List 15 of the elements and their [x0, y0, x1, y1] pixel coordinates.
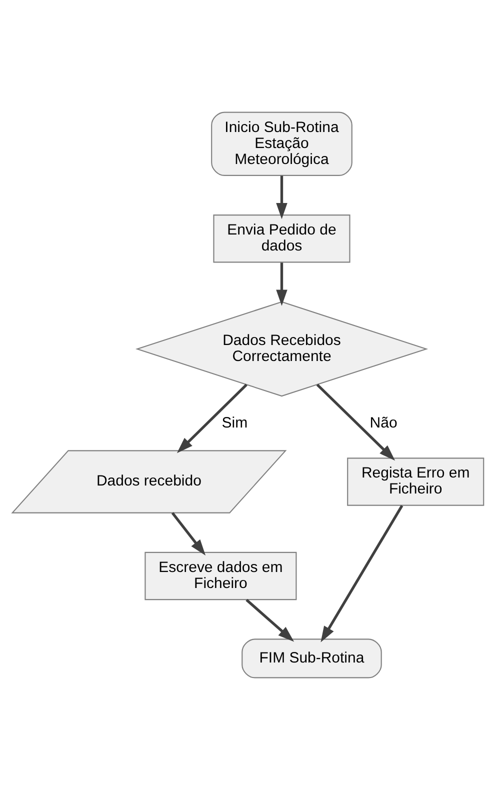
node-box: Escreve dados em Ficheiro: [144, 552, 297, 600]
node-box: FIM Sub-Rotina: [242, 638, 382, 678]
node-box: Regista Erro em Ficheiro: [347, 458, 484, 506]
node-box: Envia Pedido de dados: [213, 214, 350, 263]
edge-label: Não: [370, 414, 398, 432]
arrow: [320, 504, 404, 642]
node-diamond: Dados Recebidos Correctamente: [135, 301, 428, 397]
arrow: [276, 262, 288, 306]
edge-label: Sim: [222, 414, 248, 432]
arrow: [176, 384, 248, 454]
arrow: [276, 176, 288, 220]
arrow: [246, 598, 294, 642]
arrow: [316, 384, 396, 461]
arrow: [171, 512, 206, 556]
node-box: Inicio Sub-Rotina Estação Meteorológica: [211, 112, 352, 176]
